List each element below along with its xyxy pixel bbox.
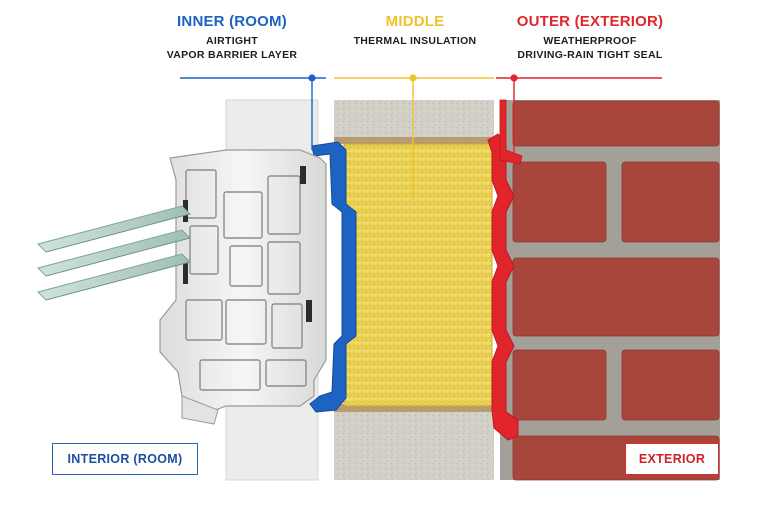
leader-outer xyxy=(496,74,662,161)
vapor-barrier xyxy=(309,141,357,413)
exterior-seal xyxy=(487,99,523,441)
masonry-block-bottom xyxy=(334,404,494,480)
outer-zone-header: OUTER (EXTERIOR) WEATHERPROOF DRIVING-RA… xyxy=(505,13,675,62)
masonry-block-top xyxy=(334,100,494,144)
outer-zone-line1: WEATHERPROOF xyxy=(543,35,637,47)
inner-zone-line2: VAPOR BARRIER LAYER xyxy=(166,49,298,61)
outer-zone-title: OUTER (EXTERIOR) xyxy=(516,13,664,30)
triple-glazing xyxy=(37,205,191,301)
inner-zone-line1: AIRTIGHT xyxy=(206,35,258,47)
outer-zone-line2: DRIVING-RAIN TIGHT SEAL xyxy=(517,49,663,61)
interior-label: INTERIOR (ROOM) xyxy=(52,443,198,475)
leader-inner xyxy=(180,74,326,150)
inner-zone-header: INNER (ROOM) AIRTIGHT VAPOR BARRIER LAYE… xyxy=(140,13,324,62)
thermal-insulation xyxy=(343,143,493,407)
window-frame xyxy=(159,149,327,425)
middle-zone-title: MIDDLE xyxy=(385,13,445,30)
exterior-label: EXTERIOR xyxy=(625,443,719,475)
middle-zone-header: MIDDLE THERMAL INSULATION xyxy=(330,13,500,48)
inner-zone-title: INNER (ROOM) xyxy=(177,13,287,30)
leader-middle xyxy=(334,74,494,200)
middle-zone-line1: THERMAL INSULATION xyxy=(353,35,477,47)
brick-wall xyxy=(500,100,720,481)
